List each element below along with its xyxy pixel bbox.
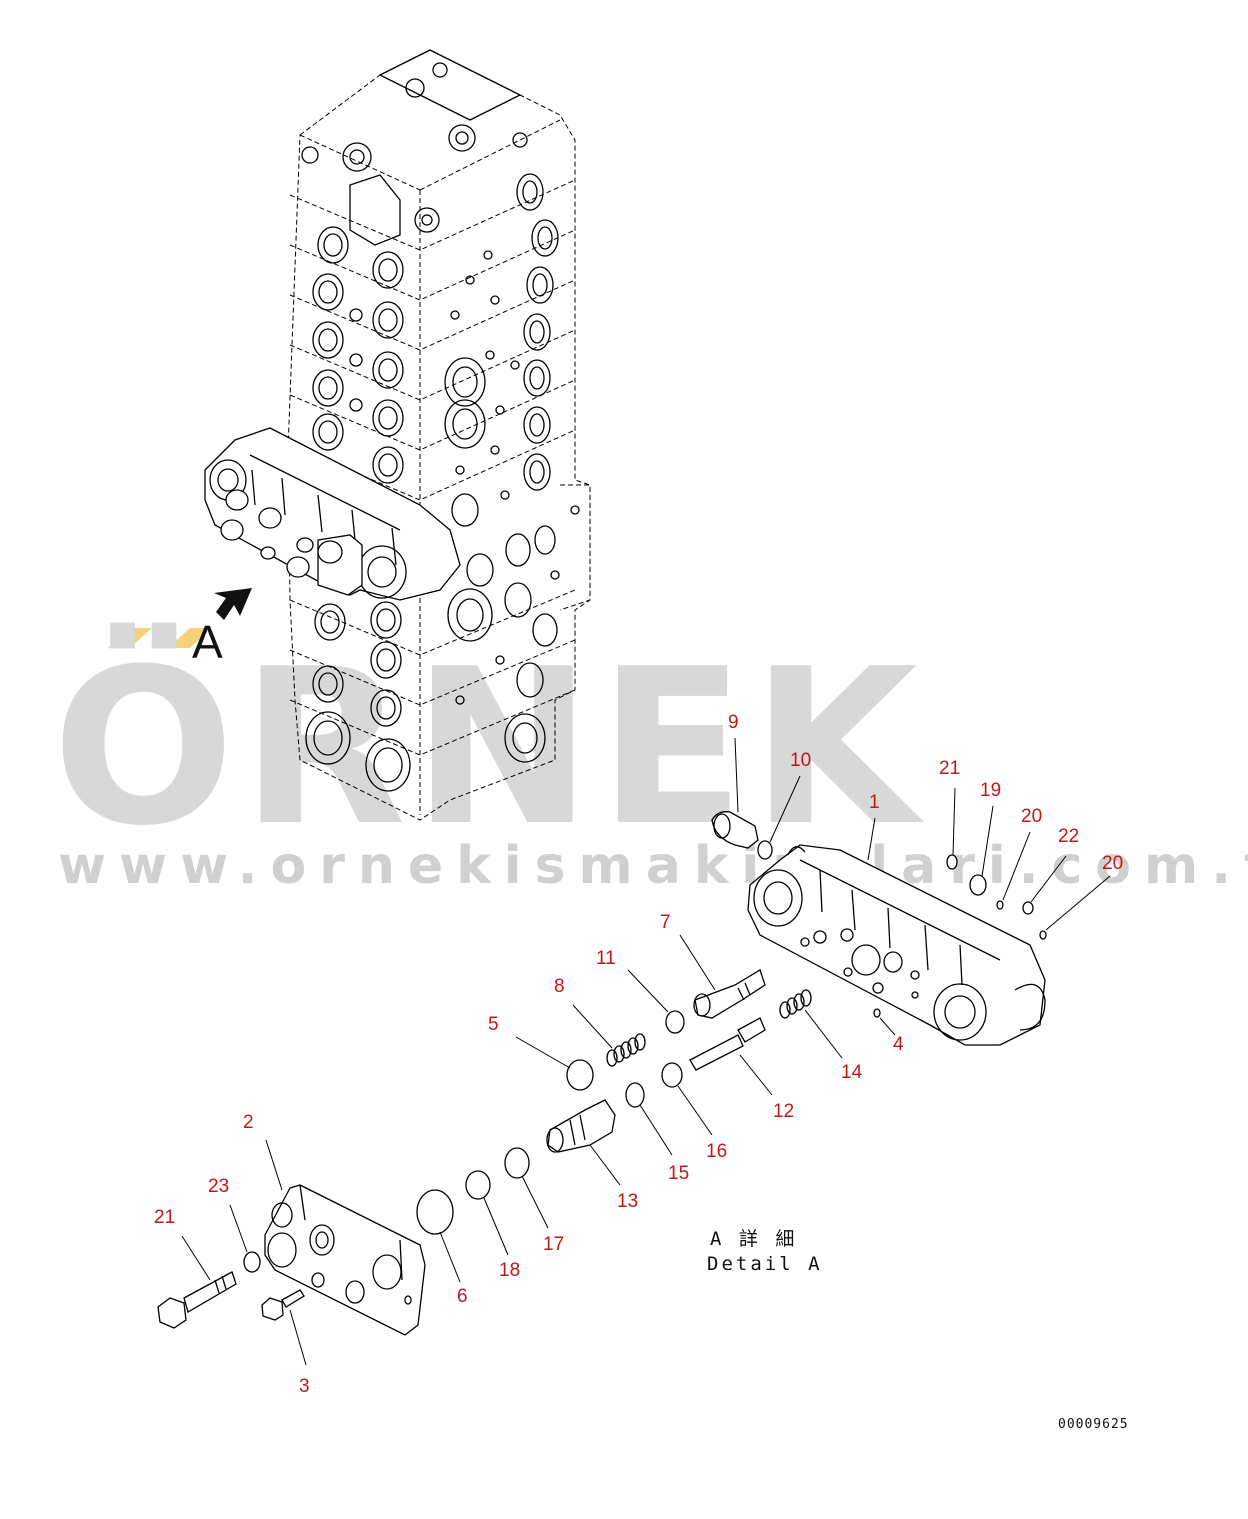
callout-8: 8 [554,976,565,997]
part-22-bolt [157,1271,237,1329]
callout-16: 16 [706,1141,727,1162]
part-5-plate [566,1059,594,1091]
part-10-oring [757,840,773,860]
control-valve-assembly [287,49,591,821]
view-arrow [214,588,252,620]
detail-a-label: A 詳 細 Detail A [707,1228,823,1275]
callout-14: 14 [841,1062,863,1083]
callout-20b: 20 [1102,853,1123,874]
callout-21a: 21 [939,758,960,779]
callout-2: 2 [243,1112,254,1133]
callout-13: 13 [617,1191,638,1212]
callout-15: 15 [668,1163,689,1184]
callout-1: 1 [869,792,880,813]
watermark-accent-left [108,628,152,648]
part-15-oring [625,1082,645,1108]
watermark: ÖRNEK www.ornekismakinalari.com.tr [52,622,1248,896]
part-1-housing [747,844,1046,1046]
part-21b-oring [1022,901,1034,915]
view-marker-a: A [192,588,252,668]
callout-5: 5 [488,1014,499,1035]
part-7-spool [693,969,766,1019]
part-23-washer [243,1251,261,1273]
part-20a-oring [996,900,1004,910]
callout-12: 12 [773,1101,794,1122]
part-18-ring [465,1170,491,1200]
part-11-ring [665,1010,685,1034]
callout-3: 3 [299,1376,310,1397]
callout-10: 10 [790,750,811,771]
callout-labels: 9 10 1 21 19 20 22 20 7 11 8 5 4 14 12 1… [154,712,1123,1397]
callout-23: 23 [208,1176,229,1197]
part-19-oring [969,874,987,896]
part-20b-oring [1039,930,1047,940]
callout-20a: 20 [1021,806,1042,827]
part-6-oring [416,1189,454,1235]
callout-19: 19 [980,780,1001,801]
callout-4: 4 [893,1034,904,1055]
leader-lines [181,737,1111,1366]
watermark-accent-right [168,628,212,648]
part-9-plug [711,811,759,849]
part-8-spring [606,1033,646,1067]
installed-valve-block [204,427,461,601]
part-2-cover [264,1184,426,1336]
part-4-oring [873,1008,881,1018]
part-13-spool [546,1099,616,1153]
part-17-oring [504,1147,530,1179]
callout-7: 7 [660,912,671,933]
drawing-number: 00009625 [1058,1417,1129,1432]
detail-label-en: Detail A [707,1253,823,1275]
view-letter: A [192,616,223,668]
part-12-pin [689,1017,766,1071]
callout-18: 18 [499,1260,520,1281]
callout-6: 6 [457,1286,468,1307]
valve-right-ports [444,173,580,763]
callout-17: 17 [543,1234,564,1255]
callout-9: 9 [728,712,739,733]
detail-label-jp: A 詳 細 [710,1228,797,1250]
callout-11: 11 [596,948,616,969]
part-21a-oring [946,854,958,870]
callout-22: 21 [154,1207,175,1228]
watermark-url: www.ornekismakinalari.com.tr [58,836,1248,896]
valve-left-ports [305,226,411,792]
callout-21b: 22 [1058,826,1079,847]
part-3-bolt [261,1289,305,1321]
part-14-spring [779,989,812,1019]
part-16-ring [661,1062,683,1088]
